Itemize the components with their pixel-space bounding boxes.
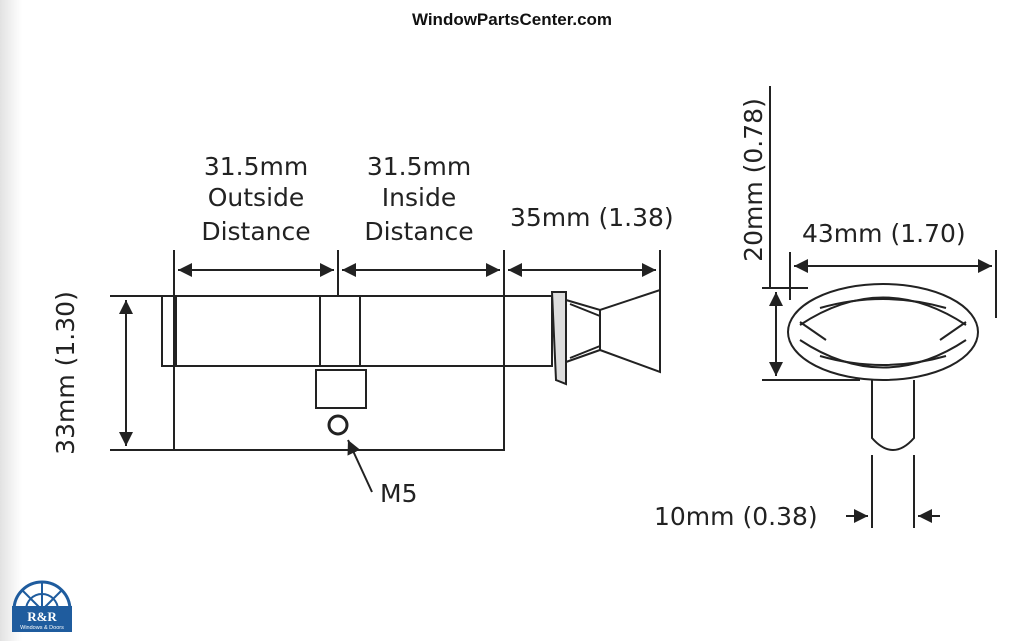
- knob-side-view: [787, 283, 979, 451]
- stem-width-dimension: [846, 455, 940, 528]
- cylinder-body: [161, 295, 505, 451]
- outside-label-line1: Outside: [208, 183, 305, 212]
- knob-length-dimension: [508, 250, 661, 296]
- rr-windows-doors-logo: R&R Windows & Doors: [12, 580, 72, 632]
- knob-thickness-dimension: [762, 86, 860, 381]
- logo-tagline: Windows & Doors: [20, 625, 64, 631]
- screw-size-label: M5: [380, 479, 417, 508]
- thumb-turn-knob: [503, 288, 661, 386]
- inside-label-line1: Inside: [382, 183, 456, 212]
- knob-width-dimension: [789, 250, 997, 318]
- stem-width-label: 10mm (0.38): [654, 502, 818, 531]
- outside-label-line2: Distance: [201, 217, 310, 246]
- m5-leader: [347, 439, 373, 493]
- knob-thickness-label: 20mm (0.78): [739, 98, 768, 262]
- inside-distance-dimension: [342, 250, 505, 296]
- height-dimension: [110, 295, 174, 451]
- left-edge-shade: [0, 0, 22, 641]
- outside-distance-dimension: [173, 250, 339, 296]
- inside-value-label: 31.5mm: [367, 152, 471, 181]
- screw-hole: [327, 414, 349, 436]
- inside-label-line2: Distance: [364, 217, 473, 246]
- outside-value-label: 31.5mm: [204, 152, 308, 181]
- height-label: 33mm (1.30): [51, 291, 80, 455]
- logo-initials: R&R: [27, 609, 57, 624]
- site-title: WindowPartsCenter.com: [411, 10, 613, 29]
- knob-width-label: 43mm (1.70): [802, 219, 966, 248]
- knob-length-label: 35mm (1.38): [510, 203, 674, 232]
